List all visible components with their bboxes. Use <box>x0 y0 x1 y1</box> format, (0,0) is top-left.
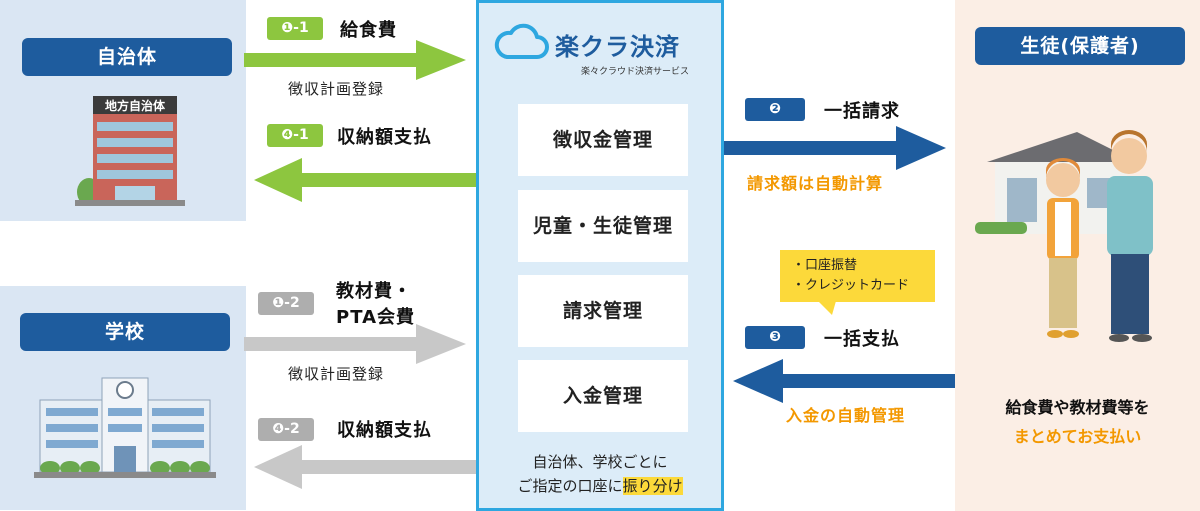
step-3-label: 一括支払 <box>824 329 900 350</box>
service-logo-tagline: 楽々クラウド決済サービス <box>581 67 690 77</box>
step-2-note: 請求額は自動計算 <box>747 174 884 193</box>
arrow-material-fee <box>244 324 466 364</box>
step-1-2-sub: 徴収計画登録 <box>288 365 385 383</box>
step-4-1-badge: ❹-1 <box>267 124 323 147</box>
step-2-badge: ❷ <box>745 98 805 121</box>
footer-prefix: ご指定の口座に <box>517 477 623 495</box>
step-4-2-label: 収納額支払 <box>337 420 432 441</box>
arrow-bulk-billing <box>724 126 946 170</box>
step-2-label: 一括請求 <box>824 101 900 122</box>
payment-methods-callout: ・口座振替 ・クレジットカード <box>780 250 935 302</box>
service-item-deposit: 入金管理 <box>518 360 688 432</box>
student-panel: 生徒(保護者) 給食費や教材費等を まとめてお支払い <box>955 0 1200 511</box>
step-1-1-sub: 徴収計画登録 <box>288 80 385 98</box>
building-sign: 地方自治体 <box>104 99 165 113</box>
service-item-collection: 徴収金管理 <box>518 104 688 176</box>
arrow-lunch-fee <box>244 40 466 80</box>
service-item-students: 児童・生徒管理 <box>518 190 688 262</box>
callout-tail <box>818 301 836 315</box>
step-4-2-badge: ❹-2 <box>258 418 314 441</box>
service-item-billing: 請求管理 <box>518 275 688 347</box>
step-1-2-label-line2: PTA会費 <box>336 307 416 328</box>
service-footer-line1: 自治体、学校ごとに <box>532 453 668 471</box>
step-3-note: 入金の自動管理 <box>786 406 906 425</box>
step-1-2-badge: ❶-2 <box>258 292 314 315</box>
municipality-panel: 自治体 地方自治体 <box>0 0 246 221</box>
school-building-icon <box>34 377 216 478</box>
step-3-badge: ❸ <box>745 326 805 349</box>
step-4-1-label: 収納額支払 <box>337 127 432 148</box>
service-footer-line2: ご指定の口座に振り分け <box>479 475 721 496</box>
step-1-1-label: 給食費 <box>340 20 397 41</box>
step-1-1-badge: ❶-1 <box>267 17 323 40</box>
service-logo-name: 楽クラ決済 <box>555 33 680 61</box>
arrow-payout-municipality <box>254 158 476 202</box>
arrow-bulk-payment <box>733 359 955 403</box>
cloud-icon <box>494 23 549 59</box>
payment-method-transfer: ・口座振替 <box>792 258 858 273</box>
family-house-illustration <box>975 130 1153 342</box>
payment-method-card: ・クレジットカード <box>792 278 910 293</box>
school-panel: 学校 <box>0 286 246 510</box>
footer-highlight: 振り分け <box>622 477 683 495</box>
student-title: 生徒(保護者) <box>975 27 1185 65</box>
student-line2: まとめてお支払い <box>1013 427 1142 446</box>
school-title: 学校 <box>20 313 230 351</box>
student-line1: 給食費や教材費等を <box>1005 398 1150 417</box>
step-1-2-label-line1: 教材費・ <box>336 281 412 302</box>
arrow-payout-school <box>254 445 476 489</box>
municipal-building-icon <box>75 96 185 206</box>
municipality-title: 自治体 <box>22 38 232 76</box>
service-panel: 楽クラ決済 楽々クラウド決済サービス 徴収金管理 児童・生徒管理 請求管理 入金… <box>476 0 724 511</box>
